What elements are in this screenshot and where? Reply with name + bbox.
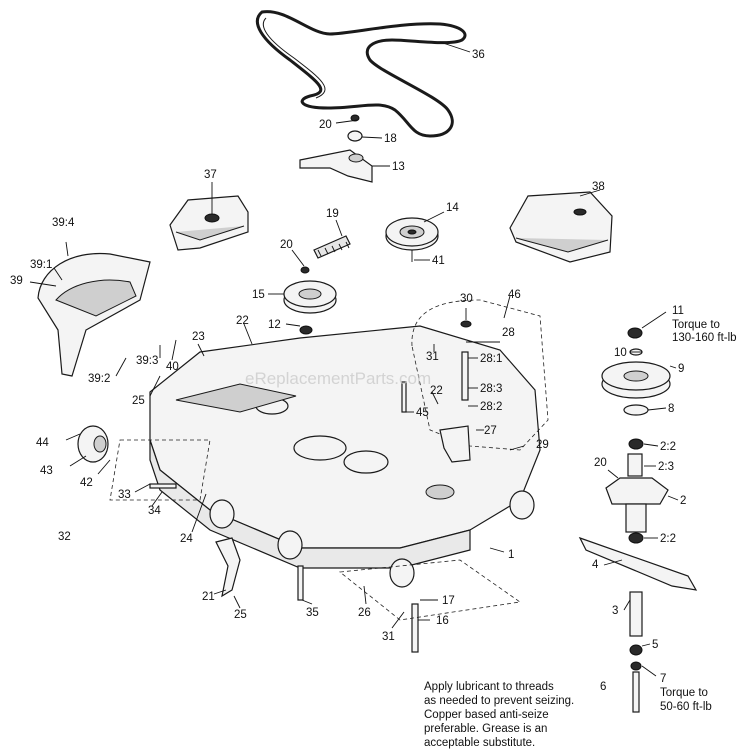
callout-20: 20 xyxy=(280,239,293,251)
callout-37: 37 xyxy=(204,169,217,181)
callout-19: 19 xyxy=(326,208,339,220)
callout-labels: 36 20 18 13 19 14 37 38 20 41 15 12 39:4… xyxy=(10,49,686,693)
callout-16: 16 xyxy=(436,615,449,627)
callout-2-2: 2:2 xyxy=(660,441,676,453)
drive-belt xyxy=(255,10,467,138)
callout-18: 18 xyxy=(384,133,397,145)
callout-22: 22 xyxy=(430,385,443,397)
idler-pulley-14 xyxy=(385,217,439,262)
note-line-4: preferable. Grease is an xyxy=(424,723,547,735)
callout-28-1: 28:1 xyxy=(480,353,502,365)
idler-arm-assembly xyxy=(299,114,373,183)
callout-39-1: 39:1 xyxy=(30,259,52,271)
callout-39-2: 39:2 xyxy=(88,373,110,385)
callout-15: 15 xyxy=(252,289,265,301)
idler-spring xyxy=(313,235,351,259)
deck-wheels xyxy=(77,425,535,588)
callout-14: 14 xyxy=(446,202,459,214)
leader-lines xyxy=(29,41,679,677)
callout-23: 23 xyxy=(192,331,205,343)
mower-deck xyxy=(149,325,541,569)
callout-10: 10 xyxy=(614,347,627,359)
torque-note-7: Torque to 50-60 ft-lb xyxy=(660,687,712,713)
callout-11: 11 xyxy=(672,305,684,317)
callout-30: 30 xyxy=(460,293,473,305)
callout-44: 44 xyxy=(36,437,49,449)
callout-39-3: 39:3 xyxy=(136,355,158,367)
callout-13: 13 xyxy=(392,161,405,173)
callout-2: 2 xyxy=(680,495,686,507)
callout-35: 35 xyxy=(306,607,319,619)
anti-scalp-bracket-group xyxy=(411,299,549,463)
callout-12: 12 xyxy=(268,319,281,331)
callout-9: 9 xyxy=(678,363,684,375)
callout-28-2: 28:2 xyxy=(480,401,502,413)
callout-32: 32 xyxy=(58,531,71,543)
spindle-assembly xyxy=(578,327,698,713)
callout-25: 25 xyxy=(234,609,247,621)
callout-39: 39 xyxy=(10,275,23,287)
note-line-5: acceptable substitute. xyxy=(424,737,535,749)
torque-7-line-1: Torque to xyxy=(660,687,708,699)
torque-note-11: Torque to 130-160 ft-lb xyxy=(672,319,737,344)
callout-28: 28 xyxy=(502,327,515,339)
callout-25: 25 xyxy=(132,395,145,407)
watermark: eReplacementParts.com xyxy=(245,369,431,388)
callout-6: 6 xyxy=(600,681,606,693)
idler-pulley-15 xyxy=(283,266,337,335)
callout-24: 24 xyxy=(180,533,193,545)
callout-45: 45 xyxy=(416,407,429,419)
callout-2-3: 2:3 xyxy=(658,461,674,473)
callout-46: 46 xyxy=(508,289,521,301)
callout-43: 43 xyxy=(40,465,53,477)
callout-3: 3 xyxy=(612,605,618,617)
belt-cover-37 xyxy=(169,195,249,251)
callout-38: 38 xyxy=(592,181,605,193)
callout-31: 31 xyxy=(382,631,395,643)
callout-7: 7 xyxy=(660,673,666,685)
callout-42: 42 xyxy=(80,477,93,489)
torque-11-line-1: Torque to xyxy=(672,319,720,331)
callout-28-3: 28:3 xyxy=(480,383,502,395)
callout-20: 20 xyxy=(319,119,332,131)
callout-2-2: 2:2 xyxy=(660,533,676,545)
callout-27: 27 xyxy=(484,425,497,437)
misc-hardware xyxy=(109,381,522,653)
callout-17: 17 xyxy=(442,595,455,607)
callout-31: 31 xyxy=(426,351,439,363)
torque-7-line-2: 50-60 ft-lb xyxy=(660,701,712,713)
callout-4: 4 xyxy=(592,559,599,571)
discharge-chute-39 xyxy=(37,252,151,377)
callout-39-4: 39:4 xyxy=(52,217,75,229)
callout-34: 34 xyxy=(148,505,161,517)
callout-22: 22 xyxy=(236,315,249,327)
callout-41: 41 xyxy=(432,255,445,267)
belt-cover-38 xyxy=(509,191,613,263)
callout-33: 33 xyxy=(118,489,131,501)
callout-21: 21 xyxy=(202,591,215,603)
callout-1: 1 xyxy=(508,549,514,561)
callout-20: 20 xyxy=(594,457,607,469)
note-line-2: as needed to prevent seizing. xyxy=(424,695,574,707)
callout-29: 29 xyxy=(536,439,549,451)
lubricant-note: Apply lubricant to threads as needed to … xyxy=(424,681,574,749)
callout-5: 5 xyxy=(652,639,658,651)
callout-8: 8 xyxy=(668,403,674,415)
callout-26: 26 xyxy=(358,607,371,619)
note-line-3: Copper based anti-seize xyxy=(424,709,549,721)
callout-36: 36 xyxy=(472,49,485,61)
note-line-1: Apply lubricant to threads xyxy=(424,681,554,693)
callout-40: 40 xyxy=(166,361,179,373)
torque-11-line-2: 130-160 ft-lb xyxy=(672,332,737,344)
